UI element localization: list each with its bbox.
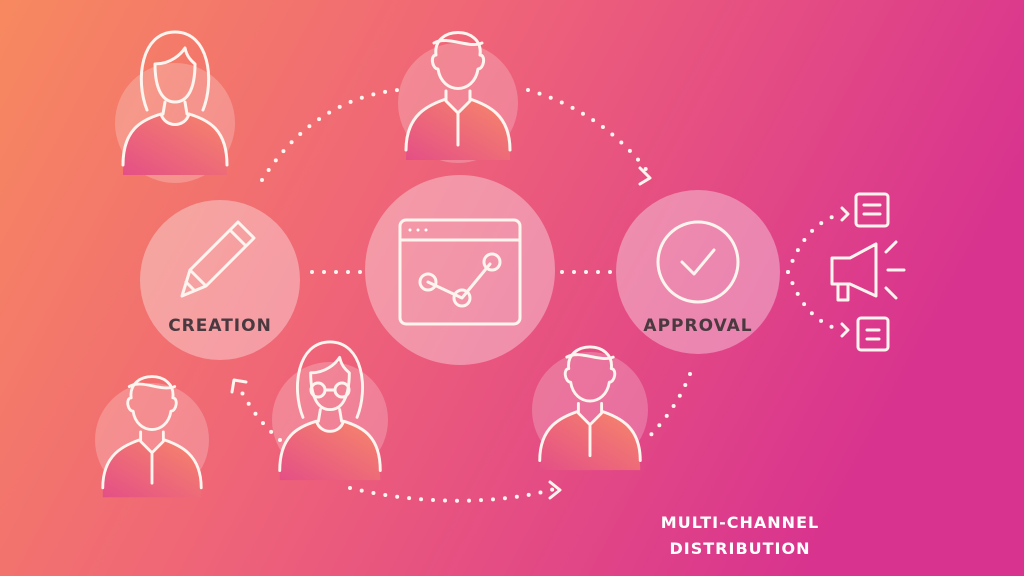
connectors <box>230 88 842 503</box>
distribution-icons <box>830 192 906 352</box>
check-circle-icon <box>656 220 740 304</box>
person-woman-top-left <box>115 30 235 183</box>
distribution-label-line2: DISTRIBUTION <box>670 539 811 558</box>
document-icon <box>856 316 890 352</box>
creation-stage: CREATION <box>140 200 300 360</box>
megaphone-icon <box>830 240 906 302</box>
creation-label: CREATION <box>168 316 272 336</box>
document-icon <box>854 192 890 228</box>
pencil-icon <box>180 220 256 298</box>
person-man-top <box>398 31 518 163</box>
distribution-label-line1: MULTI-CHANNEL <box>661 513 819 532</box>
browser-chart-icon <box>398 218 522 326</box>
dashboard-stage <box>365 175 555 365</box>
person-woman-glasses <box>272 340 388 482</box>
person-man-bottom-right <box>532 345 648 472</box>
person-man-bottom-left <box>95 375 209 499</box>
approval-stage: APPROVAL <box>616 190 780 354</box>
approval-label: APPROVAL <box>643 316 752 336</box>
